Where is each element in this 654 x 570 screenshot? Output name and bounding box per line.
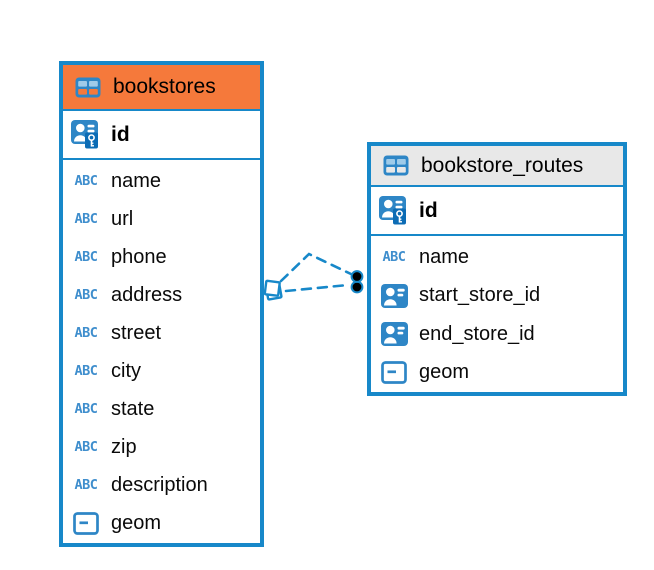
column-name: geom	[419, 361, 470, 384]
column-row-start-store-id[interactable]: start_store_id	[371, 276, 623, 315]
relationship-line-lower[interactable]	[284, 283, 350, 293]
column-name: id	[111, 122, 130, 146]
column-row-name[interactable]: ABC name	[63, 162, 260, 200]
text-type-icon: ABC	[74, 211, 98, 227]
column-name: street	[111, 321, 162, 344]
column-row-id[interactable]: id	[63, 111, 260, 160]
column-name: name	[419, 245, 470, 268]
column-row-phone[interactable]: ABC phone	[63, 238, 260, 276]
text-type-icon: ABC	[74, 477, 98, 493]
text-type-icon: ABC	[74, 173, 98, 189]
column-row-geom[interactable]: geom	[371, 353, 623, 392]
primary-key-icon	[378, 196, 410, 225]
table-bookstores[interactable]: bookstores id ABC name ABC url ABC phone…	[59, 61, 264, 547]
column-row-address[interactable]: ABC address	[63, 276, 260, 314]
column-name: city	[111, 359, 141, 382]
text-type-icon: ABC	[74, 325, 98, 341]
column-row-city[interactable]: ABC city	[63, 352, 260, 390]
geometry-type-icon	[378, 361, 410, 384]
column-name: geom	[111, 511, 162, 534]
column-name: end_store_id	[419, 322, 535, 345]
column-row-zip[interactable]: ABC zip	[63, 428, 260, 466]
table-icon	[380, 155, 412, 176]
text-type-icon: ABC	[382, 249, 406, 266]
text-type-icon: ABC	[74, 249, 98, 265]
column-list: ABC name ABC url ABC phone ABC address A…	[63, 160, 260, 542]
column-row-geom[interactable]: geom	[63, 504, 260, 542]
many-end-marker	[263, 279, 283, 301]
column-name: start_store_id	[419, 284, 541, 307]
table-title: bookstore_routes	[421, 153, 584, 177]
column-name: phone	[111, 245, 167, 268]
text-type-icon: ABC	[74, 287, 98, 303]
relationship-line-upper[interactable]	[279, 252, 353, 283]
table-icon	[72, 77, 104, 98]
reference-type-icon	[378, 284, 410, 308]
column-row-id[interactable]: id	[371, 187, 623, 236]
column-row-state[interactable]: ABC state	[63, 390, 260, 428]
table-bookstore-routes[interactable]: bookstore_routes id ABC name start_store…	[367, 142, 627, 396]
column-name: description	[111, 473, 208, 496]
column-row-url[interactable]: ABC url	[63, 200, 260, 238]
column-name: url	[111, 207, 134, 230]
column-name: zip	[111, 435, 137, 458]
column-list: ABC name start_store_id end_store_id ge	[371, 236, 623, 392]
table-header-bookstores[interactable]: bookstores	[63, 65, 260, 111]
reference-type-icon	[378, 322, 410, 346]
table-header-bookstore-routes[interactable]: bookstore_routes	[371, 146, 623, 187]
column-row-name[interactable]: ABC name	[371, 238, 623, 277]
column-row-description[interactable]: ABC description	[63, 466, 260, 504]
primary-key-icon	[70, 120, 102, 149]
table-title: bookstores	[113, 75, 216, 98]
column-name: address	[111, 283, 183, 306]
column-name: id	[419, 198, 438, 222]
text-type-icon: ABC	[74, 363, 98, 379]
text-type-icon: ABC	[74, 439, 98, 455]
column-row-street[interactable]: ABC street	[63, 314, 260, 352]
one-end-marker	[350, 270, 364, 294]
geometry-type-icon	[70, 512, 102, 535]
column-row-end-store-id[interactable]: end_store_id	[371, 315, 623, 354]
column-name: name	[111, 169, 162, 192]
text-type-icon: ABC	[74, 401, 98, 417]
column-name: state	[111, 397, 155, 420]
